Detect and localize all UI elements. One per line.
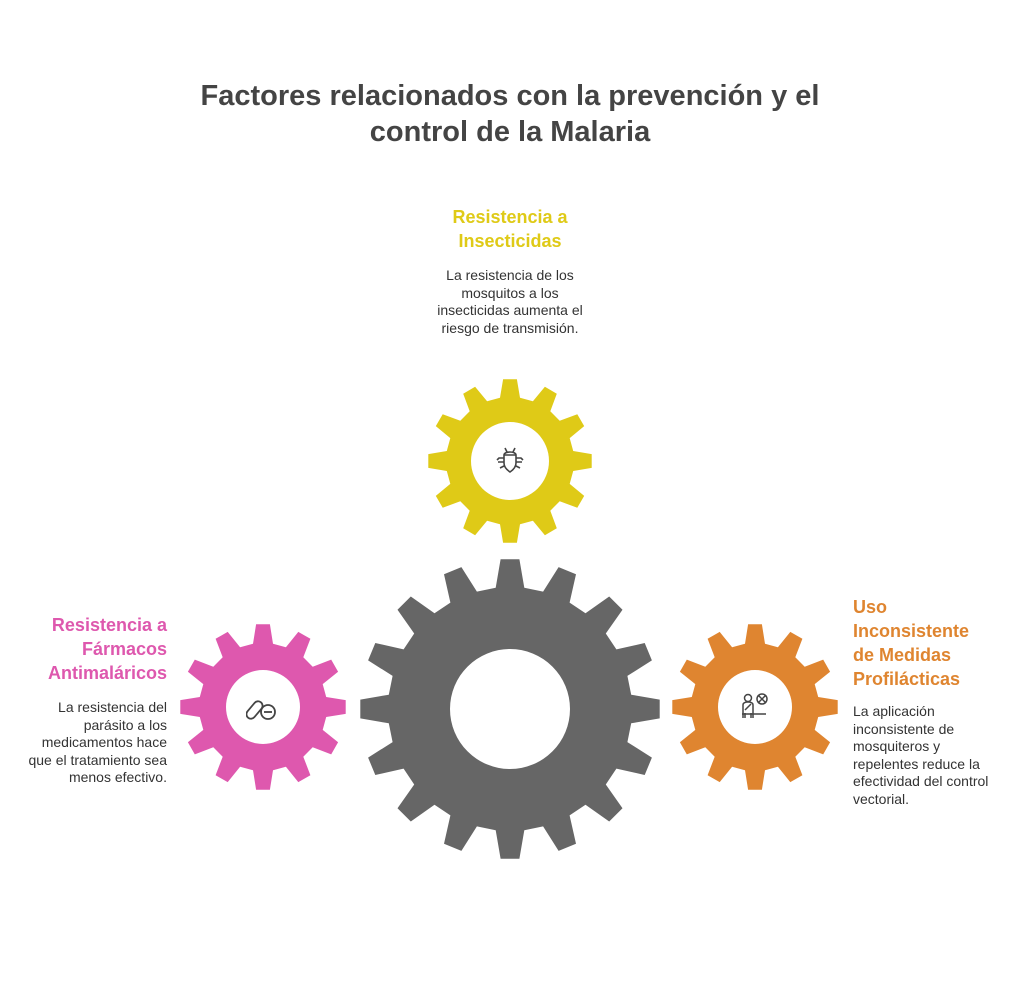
drug-gear — [180, 624, 346, 790]
pills-icon — [246, 700, 276, 720]
bug-icon — [496, 447, 524, 473]
center-gear — [360, 559, 660, 859]
factor-desc-prophylaxis: La aplicación inconsistente de mosquiter… — [853, 703, 989, 807]
person-no-mosquito-icon — [742, 693, 768, 718]
page-title: Factores relacionados con la prevención … — [200, 80, 820, 148]
factor-heading-prophylaxis: Uso Inconsistente de Medidas Profiláctic… — [853, 597, 970, 689]
prophylaxis-gear — [672, 624, 838, 790]
insecticide-gear — [428, 379, 592, 543]
factor-heading-insecticides: Resistencia a Insecticidas — [452, 207, 568, 251]
factor-heading-drugs: Resistencia a Fármacos Antimaláricos — [47, 615, 167, 683]
factor-desc-insecticides: La resistencia de los mosquitos a los in… — [437, 267, 583, 336]
factor-desc-drugs: La resistencia del parásito a los medica… — [28, 699, 167, 785]
